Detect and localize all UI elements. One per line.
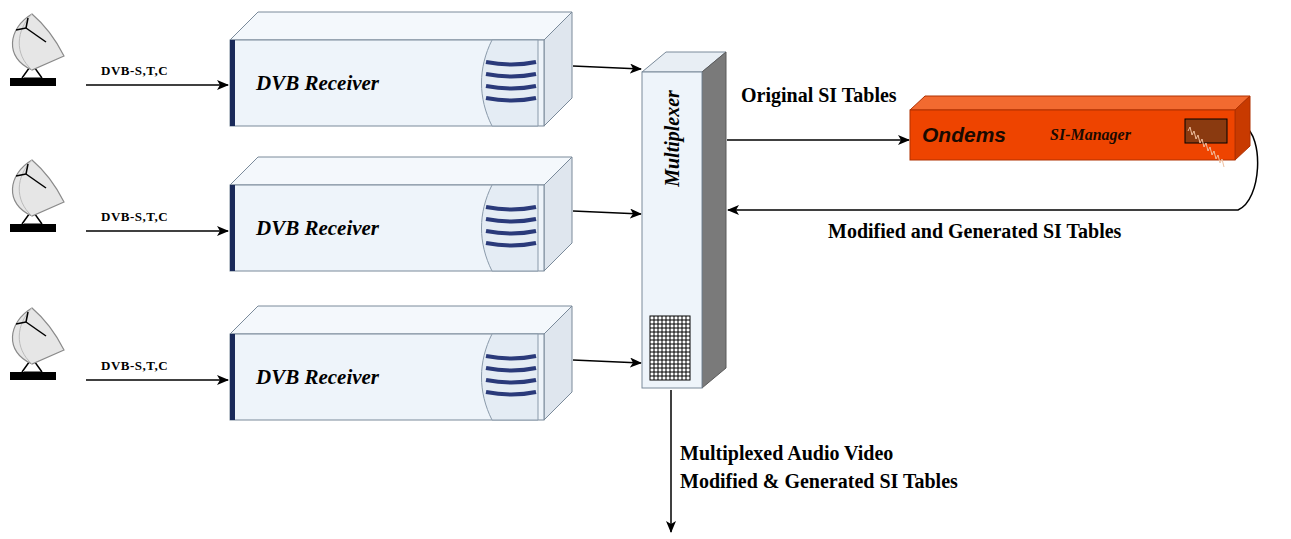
- connector-arrow: [727, 139, 909, 141]
- output-label: Modified & Generated SI Tables: [680, 470, 958, 493]
- output-label: Multiplexed Audio Video: [680, 442, 893, 465]
- signal-label: DVB-S,T,C: [100, 209, 169, 225]
- node-label: DVB Receiver: [256, 71, 379, 96]
- edge-label: Modified and Generated SI Tables: [828, 220, 1121, 243]
- signal-label: DVB-S,T,C: [100, 63, 169, 79]
- signal-label: DVB-S,T,C: [100, 358, 169, 374]
- receiver-box: DVB Receiver: [230, 12, 572, 126]
- edge-label: Original SI Tables: [741, 84, 897, 107]
- node-label: SI-Manager: [1050, 126, 1131, 144]
- multiplexer-box: Multiplexer: [642, 52, 726, 388]
- output-arrow: [670, 390, 672, 532]
- si-manager-box: Ondems SI-Manager: [910, 96, 1250, 160]
- node-label: Multiplexer: [661, 90, 684, 187]
- node-label: DVB Receiver: [256, 365, 379, 390]
- receiver-box: DVB Receiver: [230, 306, 572, 420]
- box-outline: [230, 12, 572, 126]
- feed-arrow: [86, 84, 228, 86]
- box-outline: [230, 306, 572, 420]
- feed-arrow: [86, 230, 228, 232]
- satellite-dish: [10, 308, 64, 380]
- node-label: DVB Receiver: [256, 216, 379, 241]
- connector-arrow: [573, 211, 641, 214]
- satellite-dish: [10, 160, 64, 232]
- box-outline: [230, 157, 572, 271]
- box-outline: [642, 52, 726, 388]
- connector-arrow: [573, 360, 641, 363]
- feed-arrow: [86, 379, 228, 381]
- node-label: Ondems: [922, 123, 1006, 147]
- connector-arrow: [573, 66, 641, 69]
- satellite-dish: [10, 14, 64, 86]
- receiver-box: DVB Receiver: [230, 157, 572, 271]
